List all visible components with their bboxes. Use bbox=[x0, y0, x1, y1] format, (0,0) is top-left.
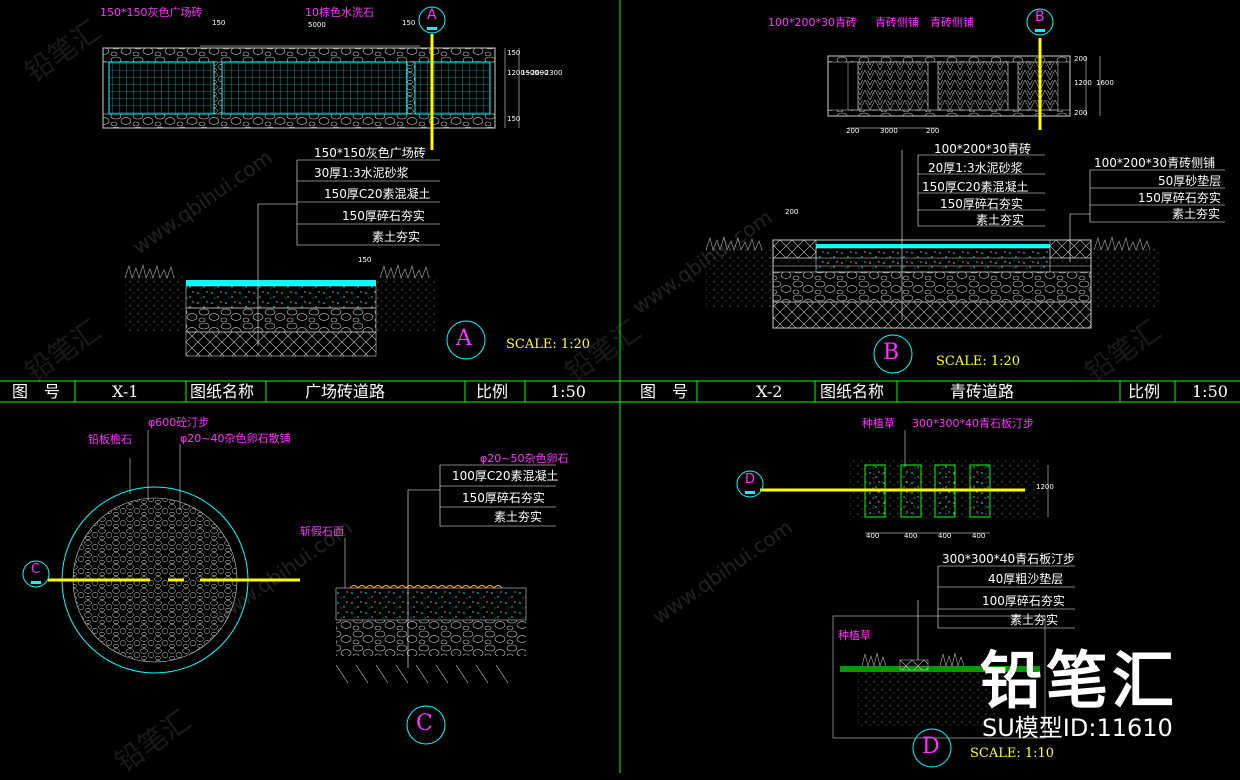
detail-b-layer-1: 100*200*30青砖 bbox=[934, 142, 1032, 156]
detail-c-section-tag bbox=[22, 560, 50, 588]
detail-d-section-tag bbox=[736, 470, 764, 498]
tb-right-scale: 1:50 bbox=[1192, 382, 1228, 401]
detail-a-tile-label: 150*150灰色广场砖 bbox=[100, 6, 203, 19]
detail-d-scale: SCALE: 1:10 bbox=[970, 746, 1055, 761]
detail-a-layer-5: 素土夯实 bbox=[372, 230, 421, 244]
detail-c-layer-4: 素土夯实 bbox=[494, 510, 543, 524]
tb-right-scale-label: 比例 bbox=[1128, 382, 1161, 401]
detail-a-plan bbox=[102, 34, 520, 150]
detail-d-marker: D bbox=[922, 734, 940, 759]
detail-a-layer-3: 150厚C20素混凝土 bbox=[324, 187, 431, 201]
detail-a-dim-3: 150 bbox=[402, 19, 416, 27]
detail-a-marker-circle bbox=[446, 320, 486, 360]
detail-b-right-layer-3: 150厚碎石夯实 bbox=[1138, 191, 1221, 205]
detail-b-layer-2: 20厚1:3水泥砂浆 bbox=[928, 161, 1023, 175]
detail-a-tag-letter: A bbox=[427, 7, 437, 23]
detail-d-plan bbox=[760, 430, 1049, 534]
watermark-brand: 铅笔汇 bbox=[980, 644, 1179, 717]
detail-c-edge-label: 铅板檐石 bbox=[88, 433, 132, 446]
detail-d-layer-1: 300*300*40青石板汀步 bbox=[942, 552, 1076, 566]
detail-b-dim-v1: 1200 bbox=[1074, 79, 1092, 87]
detail-d-layer-3: 100厚碎石夯实 bbox=[982, 594, 1065, 608]
detail-a-layer-2: 30厚1:3水泥砂浆 bbox=[314, 166, 409, 180]
detail-d-layer-2: 40厚粗沙垫层 bbox=[988, 572, 1064, 586]
detail-d-tag-letter: D bbox=[745, 472, 756, 487]
detail-b-marker: B bbox=[883, 340, 900, 365]
detail-a-dim-w: 150 bbox=[358, 256, 372, 264]
detail-a-dim-v1: 1200~2000 bbox=[507, 69, 549, 77]
detail-c-layer-2: 100厚C20素混凝土 bbox=[452, 469, 559, 483]
detail-a-dim-v4: 150 bbox=[507, 115, 521, 123]
detail-c-marker-circle bbox=[406, 705, 446, 745]
detail-a-layer-1: 150*150灰色广场砖 bbox=[314, 146, 426, 160]
detail-a-dim-v3: 150 bbox=[507, 49, 521, 57]
detail-b-tag-letter: B bbox=[1035, 9, 1045, 25]
tb-right-name-label: 图纸名称 bbox=[820, 382, 885, 401]
detail-b-layer-3: 150厚C20素混凝土 bbox=[922, 180, 1029, 194]
detail-b-layer-5: 素土夯实 bbox=[976, 213, 1025, 227]
tb-right-name: 青砖道路 bbox=[950, 382, 1015, 401]
detail-b-dim-v4: 200 bbox=[1074, 109, 1088, 117]
detail-c-tag-letter: C bbox=[31, 562, 41, 577]
detail-b-dim-1: 200 bbox=[846, 127, 860, 135]
detail-c-layer-1: φ20~50杂色卵石 bbox=[480, 452, 569, 465]
detail-c-pebble-label: φ20~40杂色卵石散铺 bbox=[180, 432, 291, 445]
detail-b-dim-v2: 1600 bbox=[1096, 79, 1114, 87]
detail-d-slab-label: 300*300*40青石板汀步 bbox=[912, 417, 1034, 430]
detail-b-brick-label: 100*200*30青砖 bbox=[768, 16, 857, 29]
detail-c-section-label: 斩假石面 bbox=[300, 525, 344, 538]
detail-d-dim-h3: 400 bbox=[938, 532, 952, 540]
detail-d-dim-h4: 400 bbox=[972, 532, 986, 540]
detail-b-right-layer-2: 50厚砂垫层 bbox=[1158, 174, 1222, 188]
detail-d-layer-4: 素土夯实 bbox=[1010, 613, 1059, 627]
detail-b-plan bbox=[827, 38, 1101, 130]
detail-b-scale: SCALE: 1:20 bbox=[936, 354, 1021, 369]
tb-left-drawing-no: X-1 bbox=[112, 382, 139, 401]
detail-b-edge1-label: 青砖侧铺 bbox=[875, 16, 919, 29]
tb-right-drawing-no-label: 图 号 bbox=[640, 382, 689, 401]
detail-b-marker-circle bbox=[873, 334, 913, 374]
detail-d-marker-circle bbox=[912, 728, 952, 768]
tb-left-scale: 1:50 bbox=[550, 382, 586, 401]
detail-a-scale: SCALE: 1:20 bbox=[506, 337, 591, 352]
detail-b-edge2-label: 青砖侧铺 bbox=[930, 16, 974, 29]
detail-b-section-tag bbox=[1026, 8, 1054, 36]
detail-b-section bbox=[705, 150, 1225, 329]
detail-b-dim-2: 3000 bbox=[880, 127, 898, 135]
detail-d-section-label: 种植草 bbox=[838, 629, 871, 642]
detail-a-dim-2: 5000 bbox=[308, 21, 326, 29]
detail-d-dim-h1: 400 bbox=[866, 532, 880, 540]
detail-c-section bbox=[335, 464, 556, 684]
detail-c-step-label: φ600砼汀步 bbox=[148, 416, 210, 429]
tb-left-name-label: 图纸名称 bbox=[190, 382, 255, 401]
tb-left-drawing-no-label: 图 号 bbox=[12, 382, 61, 401]
detail-b-right-layer-4: 素土夯实 bbox=[1172, 207, 1221, 221]
detail-a-dim-v2: 1500~2300 bbox=[521, 69, 563, 77]
detail-d-dim-h2: 400 bbox=[904, 532, 918, 540]
tb-right-drawing-no: X-2 bbox=[756, 382, 783, 401]
watermark-model-id: SU模型ID:11610 bbox=[982, 714, 1173, 742]
detail-c-plan bbox=[48, 430, 300, 674]
detail-b-dim-w: 200 bbox=[785, 208, 799, 216]
detail-a-stone-label: 10棕色水洗石 bbox=[305, 6, 374, 19]
detail-c-layer-3: 150厚碎石夯实 bbox=[462, 491, 545, 505]
detail-a-section-tag bbox=[418, 6, 446, 34]
detail-d-section bbox=[832, 565, 1075, 739]
detail-a-layer-4: 150厚碎石夯实 bbox=[342, 209, 425, 223]
tb-left-scale-label: 比例 bbox=[476, 382, 509, 401]
detail-b-right-layer-1: 100*200*30青砖侧铺 bbox=[1094, 156, 1216, 170]
detail-d-grass-label: 种植草 bbox=[862, 417, 895, 430]
detail-a-dim-1: 150 bbox=[212, 19, 226, 27]
detail-b-layer-4: 150厚碎石夯实 bbox=[940, 197, 1023, 211]
detail-b-dim-v3: 200 bbox=[1074, 55, 1088, 63]
detail-a-section bbox=[124, 132, 440, 357]
detail-c-marker: C bbox=[416, 711, 433, 736]
detail-b-dim-3: 200 bbox=[926, 127, 940, 135]
detail-d-dim-v: 1200 bbox=[1036, 483, 1054, 491]
detail-a-marker: A bbox=[456, 326, 472, 351]
tb-left-name: 广场砖道路 bbox=[305, 382, 386, 401]
